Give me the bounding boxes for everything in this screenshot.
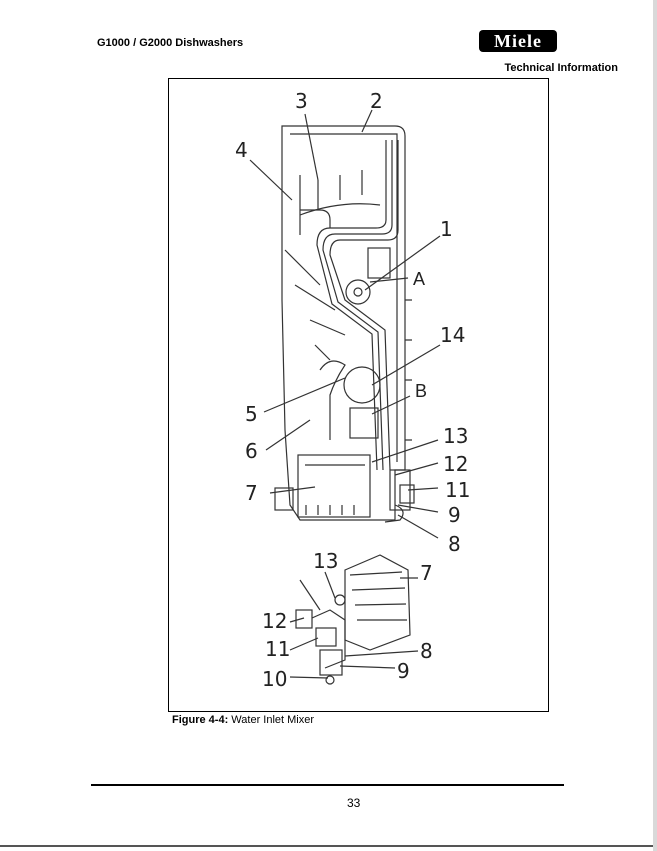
lower-callout-13: 13 [313,549,338,573]
callout-8: 8 [448,532,461,556]
page-right-edge [653,0,657,851]
callout-14: 14 [440,323,465,347]
page-bottom-edge [0,845,657,847]
lower-callout-10: 10 [262,667,287,691]
figure-frame [168,78,549,712]
page-number: 33 [347,796,361,810]
lower-callout-8: 8 [420,639,433,663]
lower-callout-12: 12 [262,609,287,633]
figure-caption: Figure 4-4: Water Inlet Mixer [172,714,314,726]
callout-4: 4 [235,138,248,162]
callout-3: 3 [295,89,308,113]
miele-logo: Miele [479,30,557,52]
lower-callout-7: 7 [420,561,433,585]
callout-6: 6 [245,439,258,463]
document-title: G1000 / G2000 Dishwashers [97,37,244,49]
callout-11: 11 [445,478,470,502]
section-title: Technical Information [504,62,618,74]
callout-letter-a: A [413,269,425,289]
figure-caption-text: Water Inlet Mixer [231,714,315,726]
callout-9: 9 [448,503,461,527]
callout-12: 12 [443,452,468,476]
callout-2: 2 [370,89,383,113]
lower-callout-9: 9 [397,659,410,683]
lower-callout-11: 11 [265,637,290,661]
figure-caption-label: Figure 4-4: [172,714,229,726]
callout-13: 13 [443,424,468,448]
callout-letter-b: B [415,381,427,401]
callout-7: 7 [245,481,258,505]
footer-divider [91,784,564,786]
callout-1: 1 [440,217,453,241]
callout-5: 5 [245,402,258,426]
